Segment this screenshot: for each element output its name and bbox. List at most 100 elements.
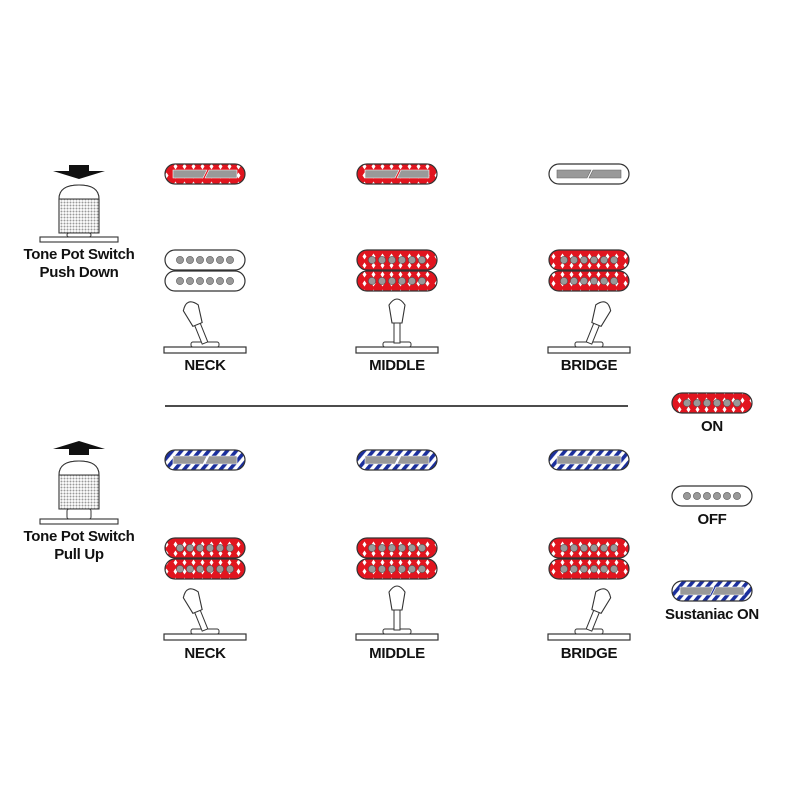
pole-piece [733, 399, 741, 407]
pole-piece [388, 544, 396, 552]
pole-piece [206, 565, 214, 573]
pole-piece [186, 256, 194, 264]
coil-body [356, 537, 438, 559]
pole-piece [378, 544, 386, 552]
pole-piece [216, 565, 224, 573]
blade-rail-right [588, 455, 622, 465]
arrow-up-icon [53, 441, 105, 455]
pole-piece [723, 399, 731, 407]
coil-body [671, 485, 753, 507]
pole-piece [216, 256, 224, 264]
coil-body [164, 270, 246, 292]
pole-piece [610, 277, 618, 285]
blade-rail-right [396, 455, 430, 465]
knob-cap [58, 184, 100, 200]
pole-piece [206, 544, 214, 552]
humbucker-coil-top-neck [164, 537, 246, 559]
pole-piece [408, 256, 416, 264]
pole-piece [196, 256, 204, 264]
humbucker-coil-top-neck [164, 249, 246, 271]
pole-piece [600, 256, 608, 264]
position-label: BRIDGE [561, 357, 618, 374]
pole-piece [398, 256, 406, 264]
legend-label-on: ON [701, 418, 723, 435]
coil-body [548, 537, 630, 559]
lever-tip [388, 298, 406, 324]
coil-body [671, 392, 753, 414]
switch-lever [388, 585, 406, 631]
pole-piece [408, 544, 416, 552]
pot-shaft [66, 232, 92, 238]
coil-body [164, 558, 246, 580]
pot-shaft [66, 508, 92, 520]
pole-piece [580, 544, 588, 552]
single-coil-pickup-neck [164, 163, 246, 185]
legend-swatch-sustaniac [671, 580, 753, 602]
pole-piece [693, 492, 701, 500]
pole-piece [176, 256, 184, 264]
single-coil-pickup-bridge [548, 163, 630, 185]
coil-body [356, 249, 438, 271]
pole-piece [368, 565, 376, 573]
pole-piece [560, 277, 568, 285]
switch-plate [547, 346, 631, 354]
legend-label-sustaniac: Sustaniac ON [665, 606, 759, 623]
pole-piece [580, 565, 588, 573]
knob-label-line-2: Push Down [40, 264, 119, 281]
pole-piece [580, 256, 588, 264]
lever-shaft [393, 607, 401, 631]
pole-piece [186, 565, 194, 573]
pole-piece [560, 256, 568, 264]
coil-body [548, 558, 630, 580]
humbucker-coil-bottom-bridge [548, 558, 630, 580]
pole-piece [723, 492, 731, 500]
blade-rail-left [172, 455, 208, 465]
pole-piece [570, 256, 578, 264]
lever-tip [388, 585, 406, 611]
pole-piece [590, 565, 598, 573]
pole-piece [378, 256, 386, 264]
pole-piece [176, 277, 184, 285]
pole-piece [713, 492, 721, 500]
pole-piece [590, 544, 598, 552]
position-label: NECK [184, 357, 226, 374]
single-coil-pickup-neck [164, 449, 246, 471]
pole-piece [398, 565, 406, 573]
blade-rail-left [679, 586, 715, 596]
pole-piece [388, 256, 396, 264]
pole-piece [378, 565, 386, 573]
blade-rail-right [711, 586, 745, 596]
arrow-down-icon [53, 165, 105, 179]
pole-piece [216, 544, 224, 552]
coil-body [164, 537, 246, 559]
switch-lever [585, 588, 612, 632]
blade-rail-left [556, 455, 592, 465]
pole-piece [216, 277, 224, 285]
legend-swatch-on [671, 392, 753, 414]
pole-piece [368, 544, 376, 552]
pickup-selector-switch-bridge [547, 588, 631, 641]
pole-piece [398, 544, 406, 552]
pole-piece [196, 277, 204, 285]
pole-piece [206, 256, 214, 264]
coil-body [356, 558, 438, 580]
switch-plate [163, 633, 247, 641]
switch-plate [163, 346, 247, 354]
pole-piece [398, 277, 406, 285]
blade-rail-right [396, 169, 430, 179]
pole-piece [703, 492, 711, 500]
switch-lever [182, 588, 209, 632]
knob-cap [58, 460, 100, 476]
blade-rail-left [172, 169, 208, 179]
humbucker-coil-top-bridge [548, 537, 630, 559]
pole-piece [388, 277, 396, 285]
switch-lever [182, 301, 209, 345]
pole-piece [186, 544, 194, 552]
pole-piece [600, 544, 608, 552]
pole-piece [196, 565, 204, 573]
humbucker-coil-bottom-bridge [548, 270, 630, 292]
coil-body [548, 270, 630, 292]
position-label: MIDDLE [369, 357, 425, 374]
pole-piece [388, 565, 396, 573]
